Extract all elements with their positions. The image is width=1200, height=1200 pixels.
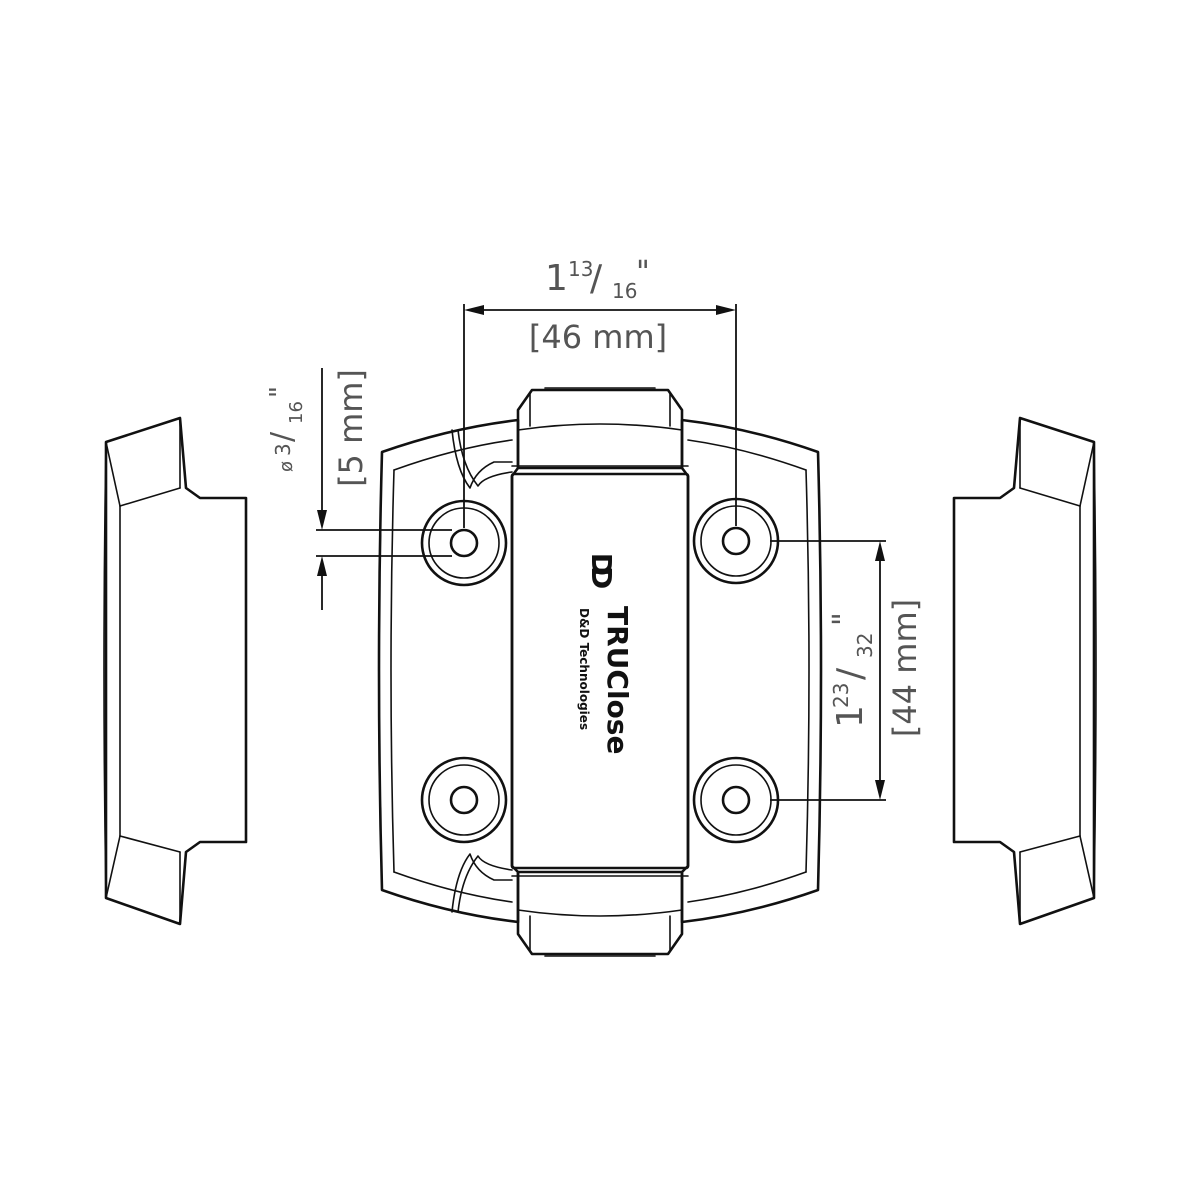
horizontal-spacing-metric: [46 mm]: [529, 318, 667, 356]
screw-hole-bottom-right: [692, 756, 780, 844]
company-name: D&D Technologies: [577, 608, 591, 730]
vertical-spacing-numerator: 23: [829, 683, 853, 708]
fraction-slash: /: [830, 667, 871, 680]
vertical-spacing-denominator: 32: [853, 633, 877, 658]
fraction-slash: /: [590, 258, 603, 299]
horizontal-spacing-whole: 1: [545, 258, 568, 299]
hole-diameter-numerator: 3: [271, 443, 295, 456]
hinge-body: [377, 387, 823, 957]
vertical-spacing-whole: 1: [830, 705, 871, 728]
product-name: TRUClose: [601, 606, 634, 754]
horizontal-spacing-inch-mark: ": [636, 255, 650, 290]
hole-diameter-metric: [5 mm]: [332, 369, 370, 487]
hole-diameter-denominator: 16: [286, 401, 307, 424]
hole-diameter-symbol: ø: [276, 461, 297, 472]
brand-logo: DD: [585, 553, 618, 588]
left-end-cap: [103, 416, 248, 926]
hole-diameter-inch-mark: ": [265, 386, 295, 398]
dimension-hole-diameter: ø 3 / 16 " [5 mm]: [265, 368, 452, 610]
screw-hole-bottom-left: [420, 756, 508, 844]
logo-initials: DD: [585, 553, 618, 588]
dimension-horizontal-spacing: 1 13 / 16 " [46 mm]: [463, 255, 737, 528]
horizontal-spacing-denominator: 16: [612, 279, 637, 303]
right-end-cap: [952, 416, 1097, 926]
vertical-spacing-inch-mark: ": [827, 612, 862, 626]
brand-text: TRUClose D&D Technologies: [577, 606, 634, 754]
fraction-slash: /: [265, 431, 300, 442]
horizontal-spacing-numerator: 13: [568, 257, 593, 281]
dimension-vertical-spacing: 1 23 / 32 " [44 mm]: [770, 540, 924, 801]
vertical-spacing-metric: [44 mm]: [886, 599, 924, 737]
